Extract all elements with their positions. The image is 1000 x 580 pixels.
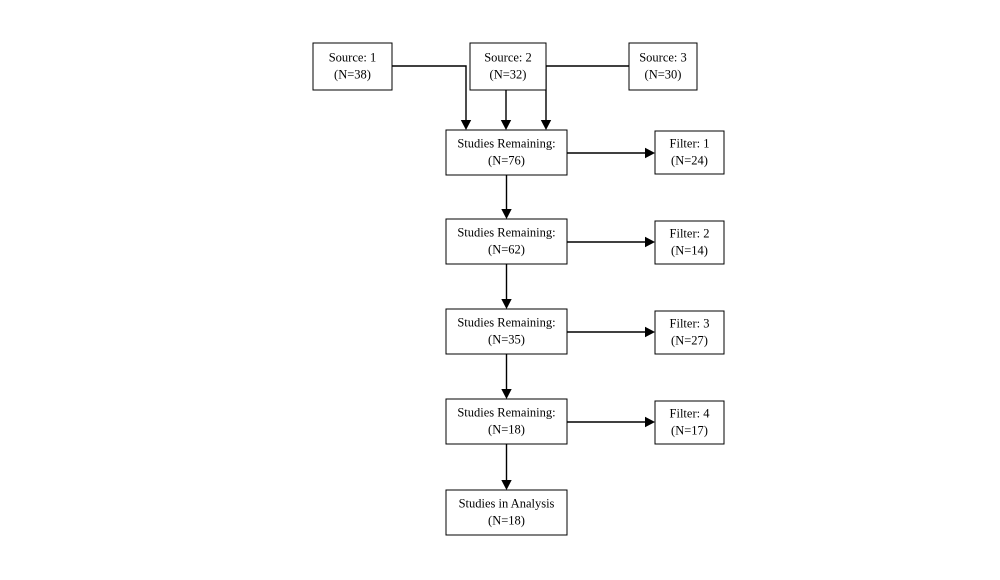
stage-node-1-box bbox=[445, 129, 568, 176]
stage-node-1-count: (N=76) bbox=[488, 153, 525, 167]
node-layer: Source: 1 (N=38) Source: 2 (N=32) Source: 3 (… bbox=[312, 42, 725, 536]
stage-node-1-title: Studies Remaining: bbox=[457, 136, 555, 150]
stage-node-2-title: Studies Remaining: bbox=[457, 225, 555, 239]
filter-node-3-title: Filter: 3 bbox=[670, 316, 710, 330]
arrowhead-stage-2-to-stage-3 bbox=[501, 299, 512, 309]
stage-node-3-box bbox=[445, 308, 568, 355]
source-node-2: Source: 2 (N=32) bbox=[469, 42, 547, 91]
source-node-1: Source: 1 (N=38) bbox=[312, 42, 393, 91]
filter-node-4-count: (N=17) bbox=[671, 423, 708, 437]
arrowhead-stage-3-to-filter-3 bbox=[645, 326, 655, 338]
outcome-node-box bbox=[445, 489, 568, 536]
source-node-2-count: (N=32) bbox=[490, 67, 527, 81]
stage-node-2: Studies Remaining: (N=62) bbox=[445, 218, 568, 265]
source-node-3: Source: 3 (N=30) bbox=[628, 42, 698, 91]
connector-source1-to-stage1 bbox=[392, 65, 467, 120]
stage-node-4-count: (N=18) bbox=[488, 422, 525, 436]
arrowhead-stage-1-to-filter-1 bbox=[645, 147, 655, 159]
source-node-1-box bbox=[312, 42, 393, 91]
source-node-2-title: Source: 2 bbox=[484, 50, 532, 64]
arrowhead-source2-to-stage1 bbox=[500, 120, 512, 130]
filter-node-3: Filter: 3 (N=27) bbox=[654, 310, 725, 355]
arrowhead-stage-1-to-stage-2 bbox=[501, 209, 512, 219]
source-node-1-title: Source: 1 bbox=[329, 50, 377, 64]
arrowhead-stage-3-to-stage-4 bbox=[501, 389, 512, 399]
filter-node-1-title: Filter: 1 bbox=[670, 136, 710, 150]
stage-node-2-box bbox=[445, 218, 568, 265]
arrowhead-stage-4-to-filter-4 bbox=[645, 416, 655, 428]
filter-node-2-count: (N=14) bbox=[671, 243, 708, 257]
arrowhead-stage-4-to-studies-in-analysis bbox=[501, 480, 512, 490]
stage-node-1: Studies Remaining: (N=76) bbox=[445, 129, 568, 176]
outcome-node: Studies in Analysis (N=18) bbox=[445, 489, 568, 536]
arrowhead-stage-2-to-filter-2 bbox=[645, 236, 655, 248]
source-node-3-box bbox=[628, 42, 698, 91]
stage-node-2-count: (N=62) bbox=[488, 242, 525, 256]
stage-node-3: Studies Remaining: (N=35) bbox=[445, 308, 568, 355]
arrowhead-source3-to-stage1 bbox=[540, 120, 552, 130]
filter-node-1-box bbox=[654, 130, 725, 175]
stage-node-4-title: Studies Remaining: bbox=[457, 405, 555, 419]
filter-node-3-count: (N=27) bbox=[671, 333, 708, 347]
filter-node-2: Filter: 2 (N=14) bbox=[654, 220, 725, 265]
filter-node-4-title: Filter: 4 bbox=[670, 406, 711, 420]
stage-node-4: Studies Remaining: (N=18) bbox=[445, 398, 568, 445]
source-node-3-count: (N=30) bbox=[645, 67, 682, 81]
filter-node-4: Filter: 4 (N=17) bbox=[654, 400, 725, 445]
stage-node-3-count: (N=35) bbox=[488, 332, 525, 346]
outcome-node-title: Studies in Analysis bbox=[459, 496, 555, 510]
filter-node-2-box bbox=[654, 220, 725, 265]
filter-node-1: Filter: 1 (N=24) bbox=[654, 130, 725, 175]
filter-node-3-box bbox=[654, 310, 725, 355]
connector-source3-to-stage1 bbox=[545, 65, 629, 120]
filter-node-1-count: (N=24) bbox=[671, 153, 708, 167]
filter-node-2-title: Filter: 2 bbox=[670, 226, 710, 240]
outcome-node-count: (N=18) bbox=[488, 513, 525, 527]
stage-node-4-box bbox=[445, 398, 568, 445]
filter-node-4-box bbox=[654, 400, 725, 445]
source-node-1-count: (N=38) bbox=[334, 67, 371, 81]
stage-node-3-title: Studies Remaining: bbox=[457, 315, 555, 329]
source-node-2-box bbox=[469, 42, 547, 91]
arrowhead-source1-to-stage1 bbox=[460, 120, 472, 130]
source-node-3-title: Source: 3 bbox=[639, 50, 687, 64]
